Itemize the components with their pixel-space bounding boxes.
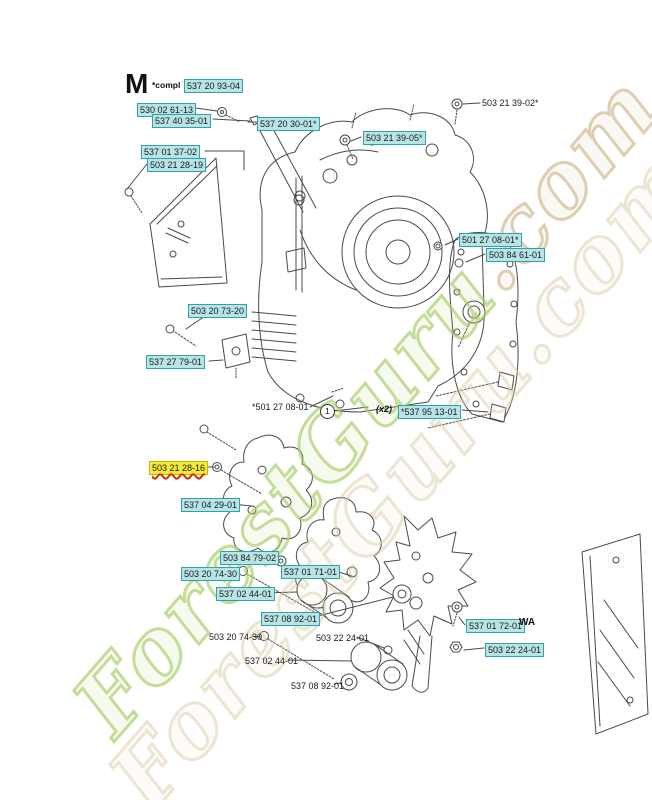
part-label[interactable]: 537 08 92-01 xyxy=(261,612,321,626)
part-label[interactable]: 503 84 61-01 xyxy=(486,248,546,262)
part-label: *501 27 08-01 xyxy=(252,402,309,412)
part-label[interactable]: 503 21 39-05* xyxy=(363,131,426,145)
part-label[interactable]: 537 01 72-01 xyxy=(466,619,526,633)
part-label[interactable]: 501 27 08-01* xyxy=(459,233,522,247)
part-label[interactable]: 537 02 44-01 xyxy=(216,587,276,601)
part-label: 503 21 39-02* xyxy=(482,98,539,108)
wa-note: WA xyxy=(519,617,536,628)
part-label[interactable]: 537 01 37-02 xyxy=(141,145,201,159)
part-label: 537 02 44-01 xyxy=(245,656,299,666)
callout-number: 1 xyxy=(320,404,335,419)
section-letter: M xyxy=(125,68,149,99)
part-label[interactable]: 503 22 24-01 xyxy=(485,643,545,657)
part-label-selected[interactable]: 503 21 28-16 xyxy=(149,461,209,475)
part-label[interactable]: 537 04 29-01 xyxy=(181,498,241,512)
part-label: 503 20 74-30 xyxy=(209,632,263,642)
part-label[interactable]: 503 84 79-02 xyxy=(220,551,280,565)
part-label[interactable]: 503 21 28-19 xyxy=(147,158,207,172)
part-label[interactable]: 503 20 74-30 xyxy=(181,567,241,581)
part-label[interactable]: 537 40 35-01 xyxy=(152,114,212,128)
part-label: 537 08 92-01 xyxy=(291,681,345,691)
part-label[interactable]: 503 20 73-20 xyxy=(188,304,248,318)
part-label: 503 22 24-01 xyxy=(316,633,370,643)
part-label[interactable]: 537 20 30-01* xyxy=(257,117,320,131)
part-label[interactable]: 537 27 79-01 xyxy=(146,355,206,369)
assembly-prefix: *compl xyxy=(152,80,181,90)
part-label[interactable]: 537 20 93-04 xyxy=(184,79,244,93)
quantity-note: (x2) xyxy=(376,404,393,414)
part-label[interactable]: *537 95 13-01 xyxy=(398,405,461,419)
part-label[interactable]: 537 01 71-01 xyxy=(281,565,341,579)
